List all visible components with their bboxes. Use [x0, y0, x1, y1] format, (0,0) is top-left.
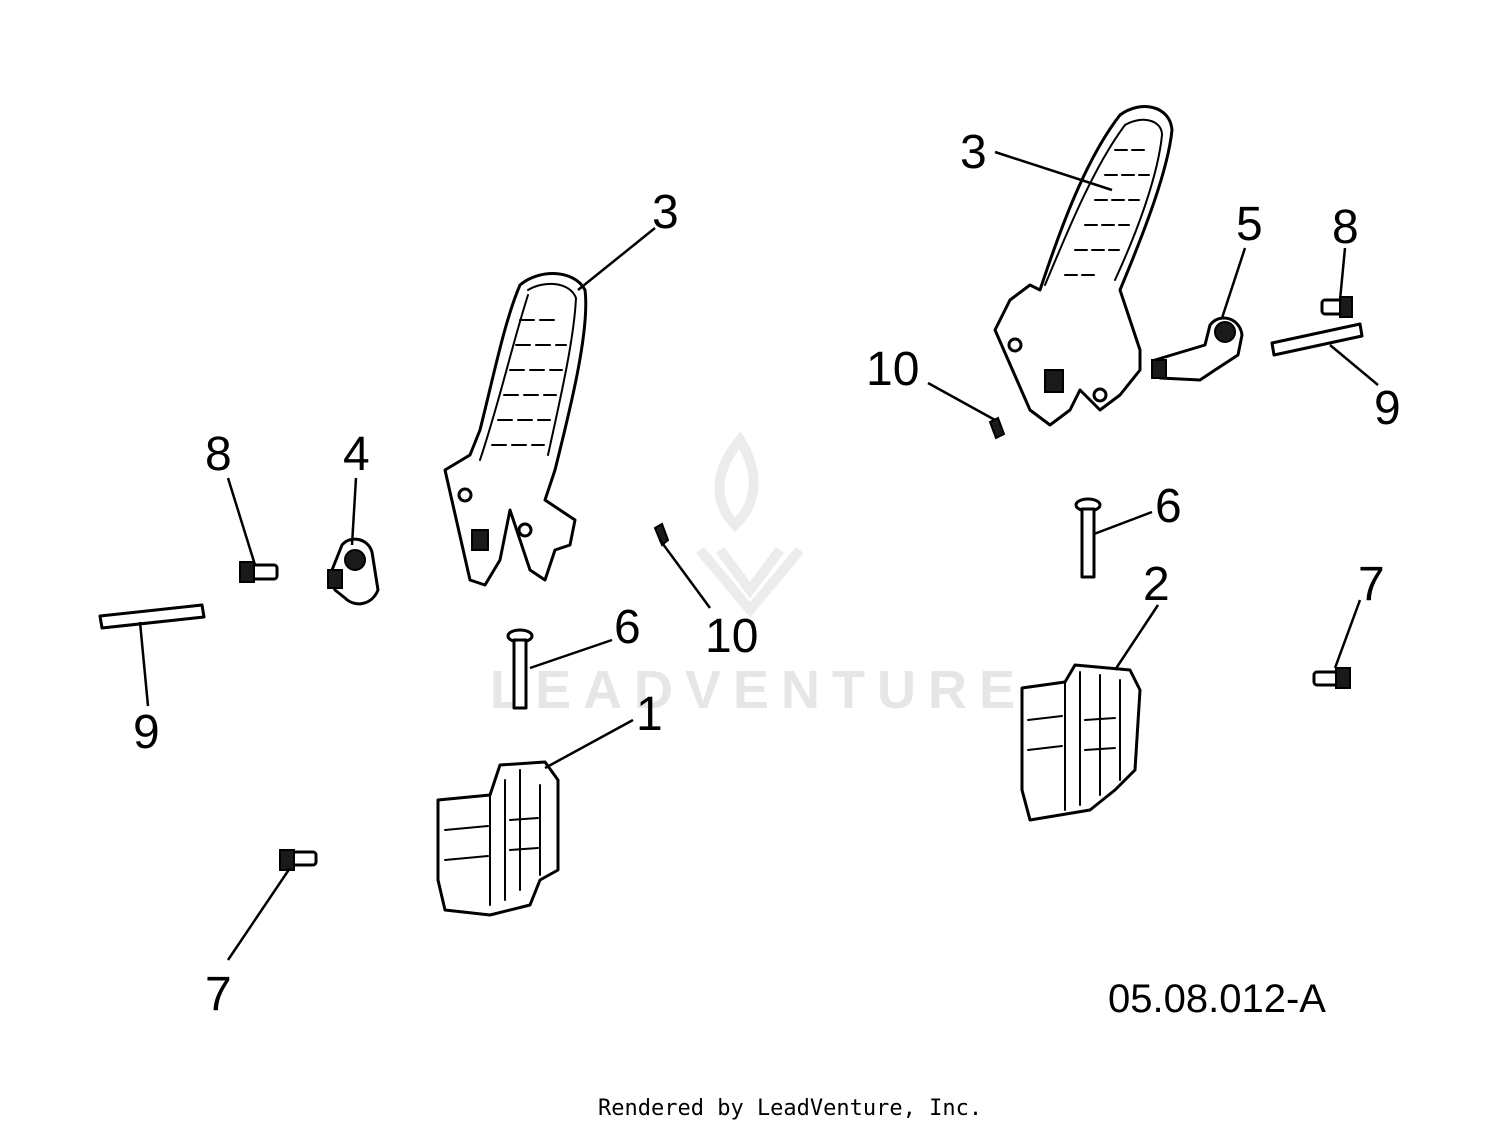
callout-right-bolt-8: 8: [1332, 201, 1359, 254]
leader-lines: [138, 150, 1379, 961]
callout-right-pin-6: 6: [1155, 480, 1182, 533]
callout-right-bolt-7: 7: [1358, 558, 1385, 611]
diagram-code: 05.08.012-A: [1108, 977, 1326, 1021]
callout-left-bracket: 4: [343, 428, 370, 481]
right-bolt-7: [1312, 667, 1351, 689]
left-accelerator-pedal: [443, 272, 588, 587]
left-pedal-bracket: [327, 537, 380, 606]
right-pin-9: [1270, 322, 1364, 357]
callout-left-clip-10: 10: [705, 610, 758, 663]
callout-left-housing-1: 1: [636, 688, 663, 741]
right-bolt-8: [1320, 296, 1353, 318]
callout-right-clip-10: 10: [866, 343, 919, 396]
right-pedal-bracket: [1151, 316, 1244, 382]
callout-left-bolt-7: 7: [205, 968, 232, 1021]
right-clip-10: [988, 416, 1006, 440]
render-credit: Rendered by LeadVenture, Inc.: [598, 1096, 982, 1121]
left-bolt-7: [279, 849, 318, 871]
callout-left-pin-6: 6: [614, 601, 641, 654]
right-accelerator-pedal: [993, 105, 1174, 427]
callout-right-bracket: 5: [1236, 198, 1263, 251]
left-pin-9: [98, 603, 206, 630]
left-pin-6: [506, 628, 534, 710]
left-sensor-housing-1: [436, 760, 560, 917]
left-bolt-8: [239, 561, 279, 583]
callout-right-housing-2: 2: [1143, 558, 1170, 611]
watermark-text: LEADVENTURE: [490, 660, 1027, 720]
right-pin-6: [1074, 497, 1102, 579]
callout-left-pedal: 3: [652, 186, 679, 239]
callout-right-pedal: 3: [960, 126, 987, 179]
watermark-logo: [696, 431, 804, 618]
callout-right-pin-9: 9: [1374, 382, 1401, 435]
callout-left-bolt-8: 8: [205, 428, 232, 481]
right-sensor-housing-2: [1020, 663, 1142, 822]
left-clip-10: [653, 522, 670, 547]
callout-left-pin-9: 9: [133, 706, 160, 759]
